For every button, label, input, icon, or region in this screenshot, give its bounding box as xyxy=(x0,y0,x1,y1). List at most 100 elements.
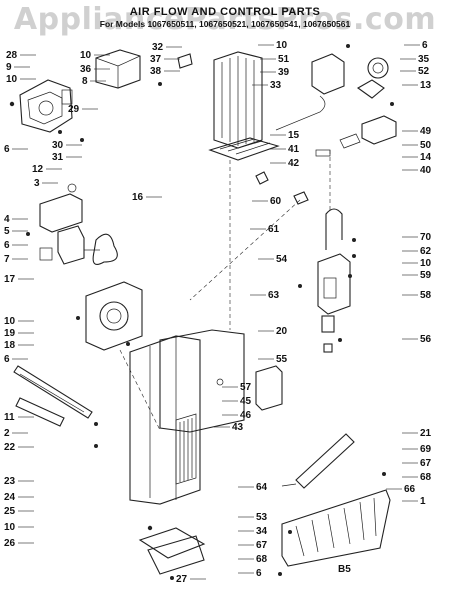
corner-code: B5 xyxy=(338,564,351,575)
fan-motor xyxy=(39,225,118,265)
knob xyxy=(293,191,309,205)
callout-24: 24 xyxy=(4,492,16,503)
rod xyxy=(281,433,355,489)
callout-68: 68 xyxy=(420,472,432,483)
callout-61: 61 xyxy=(268,224,280,235)
callout-37: 37 xyxy=(150,54,162,65)
callout-6: 6 xyxy=(422,40,428,51)
callout-45: 45 xyxy=(240,396,252,407)
callout-52: 52 xyxy=(418,66,430,77)
callout-10: 10 xyxy=(420,258,432,269)
callout-33: 33 xyxy=(270,80,282,91)
callout-36: 36 xyxy=(80,64,92,75)
callout-49: 49 xyxy=(420,126,432,137)
callout-21: 21 xyxy=(420,428,432,439)
callout-1: 1 xyxy=(420,496,426,507)
callout-30: 30 xyxy=(52,140,64,151)
fan-bracket xyxy=(39,183,83,233)
callout-51: 51 xyxy=(278,54,290,65)
callout-29: 29 xyxy=(68,104,80,115)
damper-motor xyxy=(61,49,141,105)
divider-panel xyxy=(129,335,201,505)
callout-19: 19 xyxy=(4,328,16,339)
callout-64: 64 xyxy=(256,482,268,493)
callout-27: 27 xyxy=(176,574,188,585)
callout-10: 10 xyxy=(276,40,288,51)
callout-6: 6 xyxy=(256,568,262,579)
callout-13: 13 xyxy=(420,80,432,91)
callout-10: 10 xyxy=(4,316,16,327)
grille xyxy=(208,137,280,161)
bracket xyxy=(255,365,283,411)
callout-25: 25 xyxy=(4,506,16,517)
callout-40: 40 xyxy=(420,165,432,176)
callout-26: 26 xyxy=(4,538,16,549)
callout-18: 18 xyxy=(4,340,16,351)
thermostat xyxy=(275,53,389,131)
callout-35: 35 xyxy=(418,54,430,65)
sensor xyxy=(321,315,335,353)
callout-23: 23 xyxy=(4,476,16,487)
back-panel xyxy=(159,329,245,433)
diagram-title: AIR FLOW AND CONTROL PARTS xyxy=(129,6,321,18)
callout-10: 10 xyxy=(6,74,18,85)
model-numbers: For Models 1067650511, 1067650521, 10676… xyxy=(99,19,351,29)
callout-10: 10 xyxy=(80,50,92,61)
callout-63: 63 xyxy=(268,290,280,301)
callout-2: 2 xyxy=(4,428,10,439)
base-tray xyxy=(138,527,206,575)
damper-housing xyxy=(19,79,73,133)
control-switch xyxy=(315,115,397,157)
callout-39: 39 xyxy=(278,67,290,78)
callout-70: 70 xyxy=(420,232,432,243)
callout-46: 46 xyxy=(240,410,252,421)
callout-22: 22 xyxy=(4,442,16,453)
insulation xyxy=(15,397,65,427)
callout-38: 38 xyxy=(150,66,162,77)
callout-5: 5 xyxy=(4,226,10,237)
callout-4: 4 xyxy=(4,214,10,225)
fan-shroud xyxy=(85,281,143,351)
callout-3: 3 xyxy=(34,178,40,189)
crisper-cover xyxy=(281,489,391,567)
part-callouts: 2891062930311036832373810513933635521349… xyxy=(4,40,432,585)
callout-6: 6 xyxy=(4,144,10,155)
callout-20: 20 xyxy=(276,326,288,337)
callout-58: 58 xyxy=(420,290,432,301)
callout-10: 10 xyxy=(4,522,16,533)
callout-67: 67 xyxy=(420,458,432,469)
callout-15: 15 xyxy=(288,130,300,141)
callout-9: 9 xyxy=(6,62,12,73)
callout-57: 57 xyxy=(240,382,252,393)
callout-56: 56 xyxy=(420,334,432,345)
callout-34: 34 xyxy=(256,526,268,537)
callout-42: 42 xyxy=(288,158,300,169)
callout-6: 6 xyxy=(4,240,10,251)
callout-50: 50 xyxy=(420,140,432,151)
callout-11: 11 xyxy=(4,412,15,423)
callout-8: 8 xyxy=(82,76,88,87)
callout-55: 55 xyxy=(276,354,288,365)
callout-6: 6 xyxy=(4,354,10,365)
callout-14: 14 xyxy=(420,152,432,163)
callout-60: 60 xyxy=(270,196,282,207)
callout-32: 32 xyxy=(152,42,164,53)
callout-31: 31 xyxy=(52,152,64,163)
callout-68: 68 xyxy=(256,554,268,565)
fasteners xyxy=(9,44,394,580)
callout-67: 67 xyxy=(256,540,268,551)
callout-7: 7 xyxy=(4,254,10,265)
callout-69: 69 xyxy=(420,444,432,455)
assembly-guides xyxy=(119,150,331,431)
callout-59: 59 xyxy=(420,270,432,281)
callout-12: 12 xyxy=(32,164,44,175)
clip xyxy=(177,53,193,69)
callout-66: 66 xyxy=(404,484,416,495)
callout-41: 41 xyxy=(288,144,300,155)
callout-28: 28 xyxy=(6,50,18,61)
callout-54: 54 xyxy=(276,254,288,265)
air-duct xyxy=(213,51,263,149)
callout-62: 62 xyxy=(420,246,432,257)
heater-control xyxy=(317,253,351,315)
